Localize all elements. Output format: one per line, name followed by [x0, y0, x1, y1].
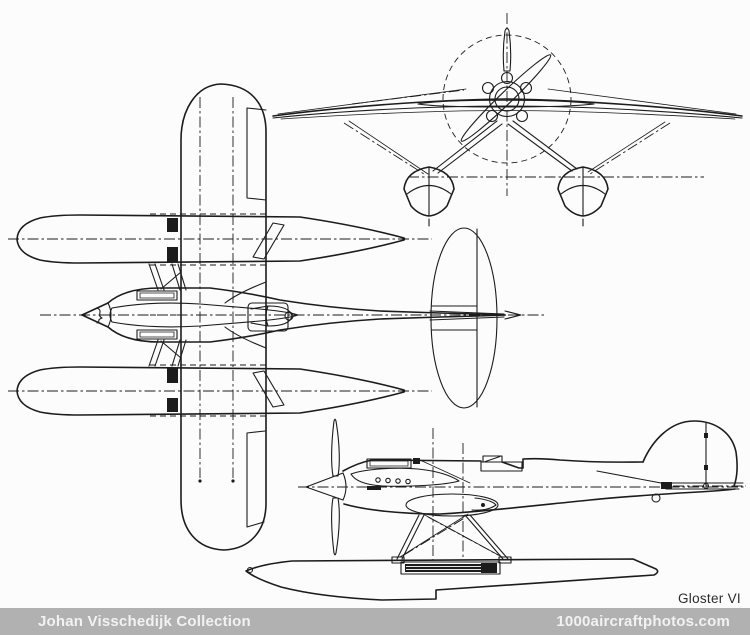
- watermark-bar: Johan Visschedijk Collection 1000aircraf…: [0, 608, 750, 635]
- website-watermark: 1000aircraftphotos.com: [556, 613, 730, 630]
- aircraft-caption: Gloster VI: [677, 591, 741, 606]
- side-view-drawing: [246, 419, 746, 600]
- front-view-drawing: [273, 13, 742, 226]
- plan-view-drawing: [8, 84, 545, 550]
- collection-watermark: Johan Visschedijk Collection: [38, 613, 251, 630]
- three-view-drawing: [0, 0, 750, 608]
